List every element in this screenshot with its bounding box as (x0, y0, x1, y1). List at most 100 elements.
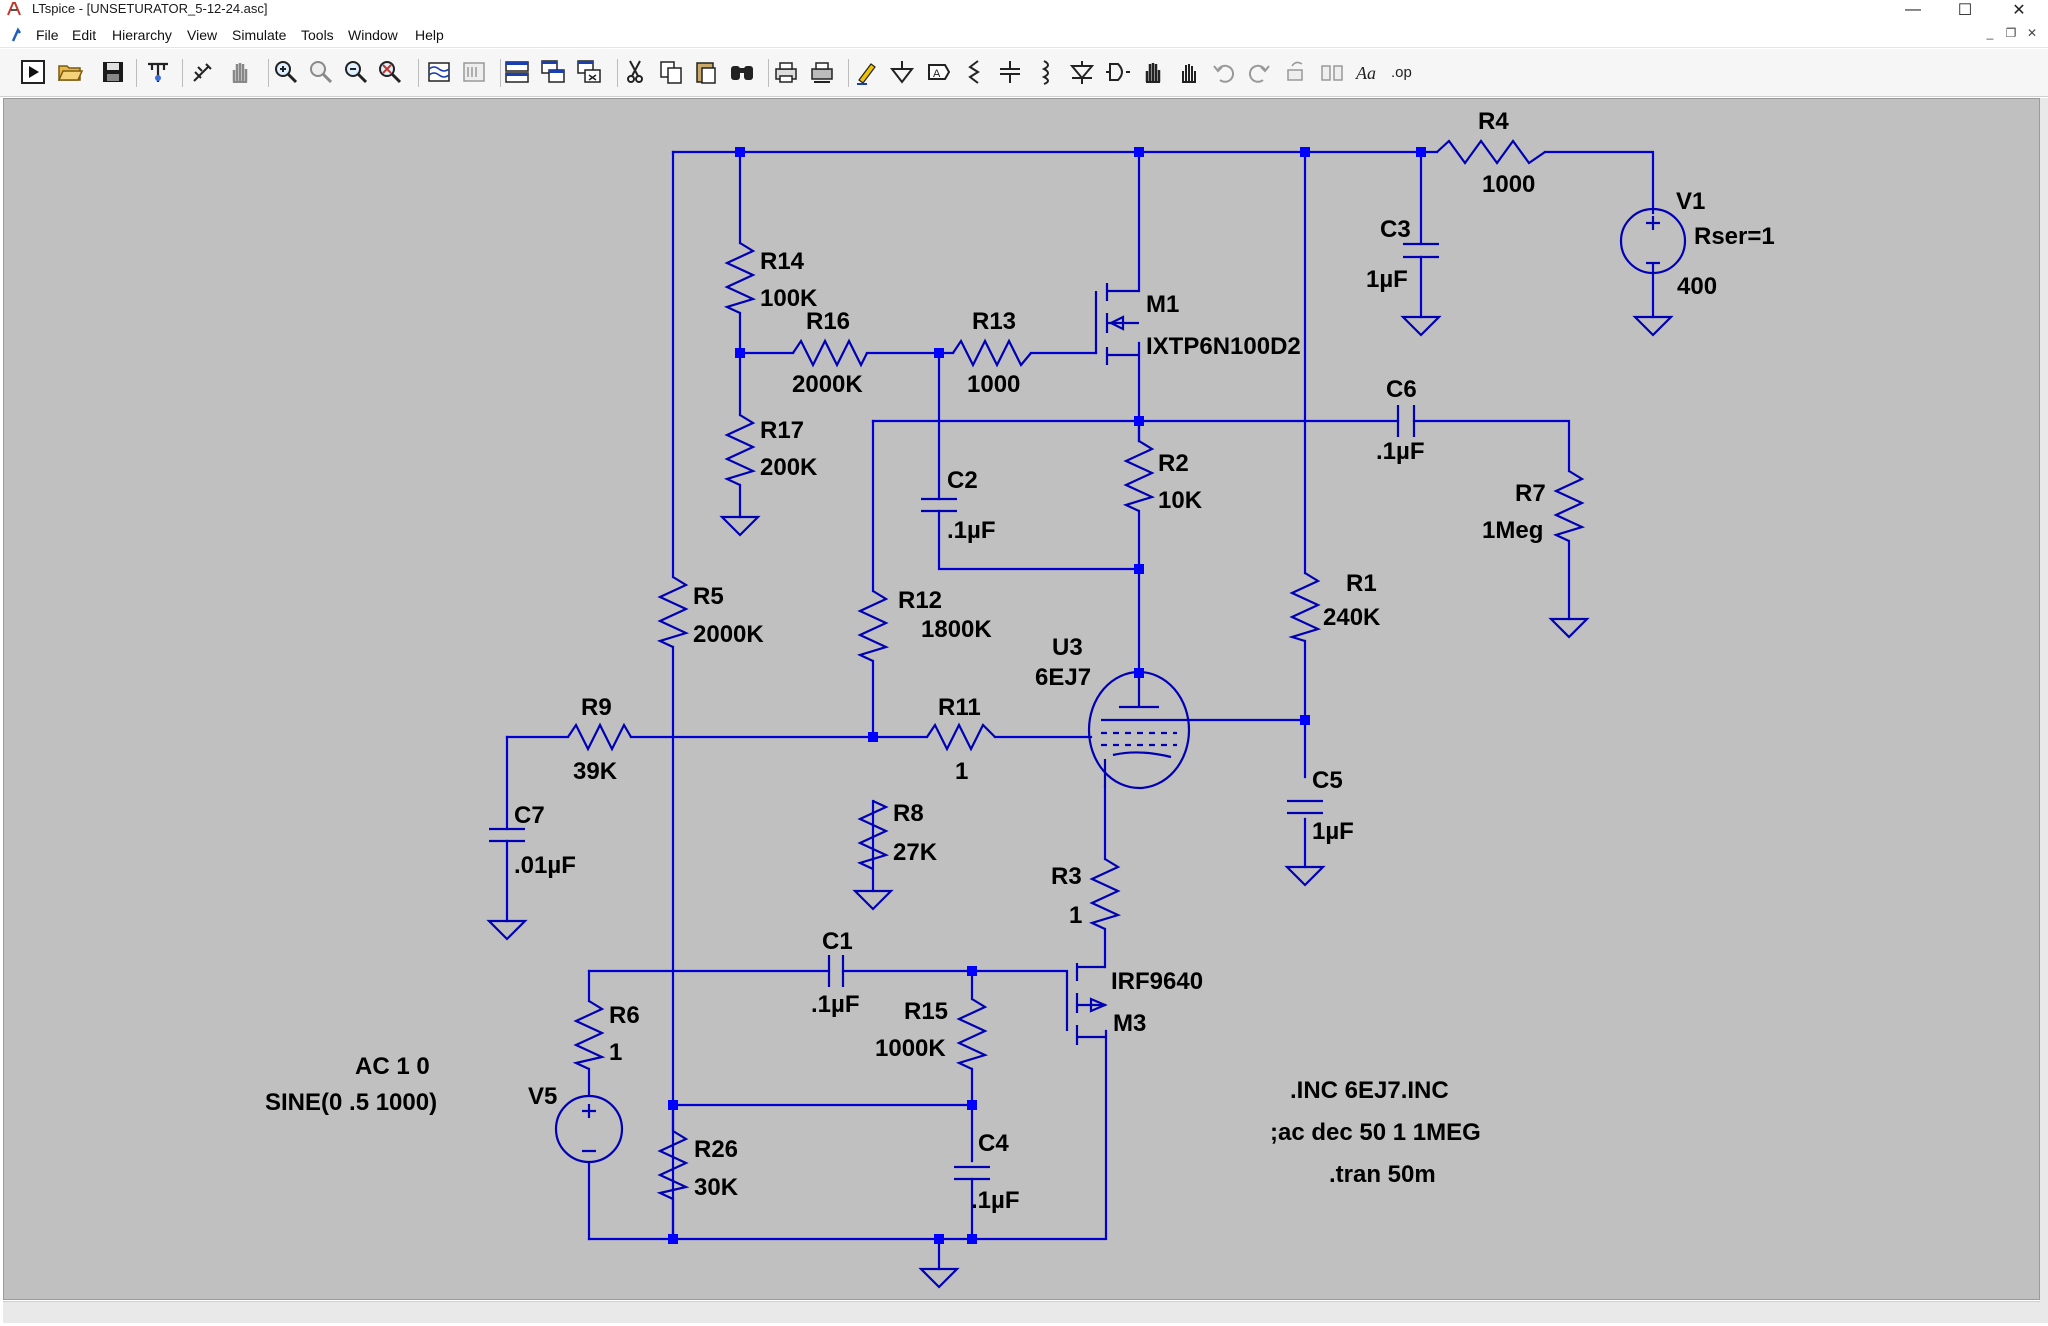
r3-symbol[interactable] (1088, 858, 1122, 930)
v5-symbol[interactable] (554, 1094, 624, 1164)
redo-icon[interactable] (1243, 56, 1275, 88)
u3-tube-symbol[interactable] (1087, 670, 1191, 790)
c1-symbol[interactable] (827, 955, 845, 987)
capacitor-icon[interactable] (994, 56, 1026, 88)
menu-view[interactable]: View (187, 27, 218, 43)
ground-icon[interactable] (886, 56, 918, 88)
r26-name: R26 (694, 1136, 738, 1163)
menu-window[interactable]: Window (348, 27, 398, 43)
cascade-icon[interactable] (458, 56, 490, 88)
tile-icon[interactable] (423, 56, 455, 88)
window-close-icon[interactable] (573, 56, 605, 88)
drag-icon[interactable] (1172, 56, 1204, 88)
r2-value: 10K (1158, 487, 1203, 514)
find-icon[interactable] (726, 56, 758, 88)
r15-name: R15 (904, 998, 948, 1025)
c6-symbol[interactable] (1396, 405, 1416, 437)
zoom-area-icon[interactable] (305, 56, 337, 88)
c2-value: .1µF (947, 517, 996, 544)
v1-value: 400 (1677, 273, 1717, 300)
r7-name: R7 (1515, 480, 1546, 507)
paste-icon[interactable] (690, 56, 722, 88)
mirror-icon[interactable] (1316, 56, 1348, 88)
zoom-in-icon[interactable] (270, 56, 302, 88)
spice-directive-icon[interactable]: .op (1387, 56, 1419, 88)
m1-name: M1 (1146, 291, 1179, 318)
text-icon[interactable]: Aa (1352, 56, 1384, 88)
v1-symbol[interactable] (1619, 207, 1687, 275)
print-icon[interactable] (770, 56, 802, 88)
minimize-window-button[interactable]: — (1905, 1, 1921, 18)
mdi-restore-button[interactable]: ❐ (2005, 26, 2017, 40)
r2-name: R2 (1158, 450, 1189, 477)
c2-symbol[interactable] (921, 497, 957, 513)
draw-wire-icon[interactable] (851, 56, 883, 88)
print-setup-icon[interactable] (806, 56, 838, 88)
menu-simulate[interactable]: Simulate (232, 27, 287, 43)
c5-value: 1µF (1312, 818, 1354, 845)
c4-symbol[interactable] (954, 1165, 990, 1181)
zoom-fit-icon[interactable] (374, 56, 406, 88)
r2-symbol[interactable] (1122, 440, 1156, 512)
window-cascade-icon[interactable] (537, 56, 569, 88)
r9-symbol[interactable] (567, 722, 632, 752)
pan-icon[interactable] (224, 56, 256, 88)
close-window-button[interactable]: ✕ (2012, 2, 2026, 19)
r12-symbol[interactable] (856, 590, 890, 662)
directive-ac: ;ac dec 50 1 1MEG (1270, 1119, 1481, 1146)
r14-name: R14 (760, 248, 805, 275)
cut-icon[interactable] (619, 56, 651, 88)
r7-symbol[interactable] (1552, 470, 1586, 542)
zoom-out-icon[interactable] (340, 56, 372, 88)
r1-symbol[interactable] (1288, 572, 1322, 643)
control-panel-icon[interactable] (142, 56, 174, 88)
mdi-minimize-button[interactable]: _ (1986, 26, 1994, 40)
c5-symbol[interactable] (1287, 799, 1323, 815)
r26-symbol[interactable] (656, 1130, 690, 1200)
inductor-icon[interactable] (1030, 56, 1062, 88)
horizontal-scrollbar[interactable] (3, 1301, 2040, 1323)
r16-value: 2000K (792, 371, 863, 398)
m3-name: M3 (1113, 1010, 1146, 1037)
menu-tools[interactable]: Tools (301, 27, 334, 43)
copy-icon[interactable] (655, 56, 687, 88)
r4-symbol[interactable] (1436, 139, 1546, 165)
r6-symbol[interactable] (572, 1000, 606, 1070)
m1-symbol[interactable] (1094, 283, 1139, 365)
component-icon[interactable] (1102, 56, 1134, 88)
mdi-close-button[interactable]: ✕ (2026, 26, 2038, 40)
r9-name: R9 (581, 694, 612, 721)
r8-value: 27K (893, 839, 938, 866)
c3-symbol[interactable] (1403, 242, 1439, 259)
maximize-window-button[interactable]: ☐ (1957, 2, 1973, 19)
halt-icon[interactable] (187, 56, 219, 88)
m3-symbol[interactable] (1065, 963, 1108, 1045)
resistor-icon[interactable] (958, 56, 990, 88)
r8-symbol[interactable] (856, 800, 890, 870)
run-icon[interactable] (17, 56, 49, 88)
rotate-icon[interactable] (1280, 56, 1312, 88)
r11-symbol[interactable] (926, 722, 996, 752)
menu-file[interactable]: File (36, 27, 59, 43)
schematic-canvas[interactable]: R4 1000 V1 Rser=1 400 C3 1µF R14 100K R1… (3, 98, 2040, 1300)
window-horizontal-icon[interactable] (501, 56, 533, 88)
diode-icon[interactable] (1066, 56, 1098, 88)
r16-symbol[interactable] (792, 338, 868, 368)
r8-name: R8 (893, 800, 924, 827)
open-icon[interactable] (54, 56, 86, 88)
vertical-scrollbar[interactable] (2040, 98, 2048, 1323)
c7-symbol[interactable] (489, 827, 525, 843)
save-icon[interactable] (97, 56, 129, 88)
r13-symbol[interactable] (952, 338, 1032, 368)
move-icon[interactable] (1137, 56, 1169, 88)
r14-symbol[interactable] (723, 242, 757, 314)
r5-symbol[interactable] (656, 576, 690, 648)
menu-edit[interactable]: Edit (72, 27, 97, 43)
r13-value: 1000 (967, 371, 1020, 398)
r15-symbol[interactable] (955, 998, 989, 1070)
menu-help[interactable]: Help (415, 27, 444, 43)
menu-hierarchy[interactable]: Hierarchy (112, 27, 172, 43)
r17-symbol[interactable] (723, 414, 757, 486)
undo-icon[interactable] (1208, 56, 1240, 88)
label-net-icon[interactable]: A (922, 56, 954, 88)
